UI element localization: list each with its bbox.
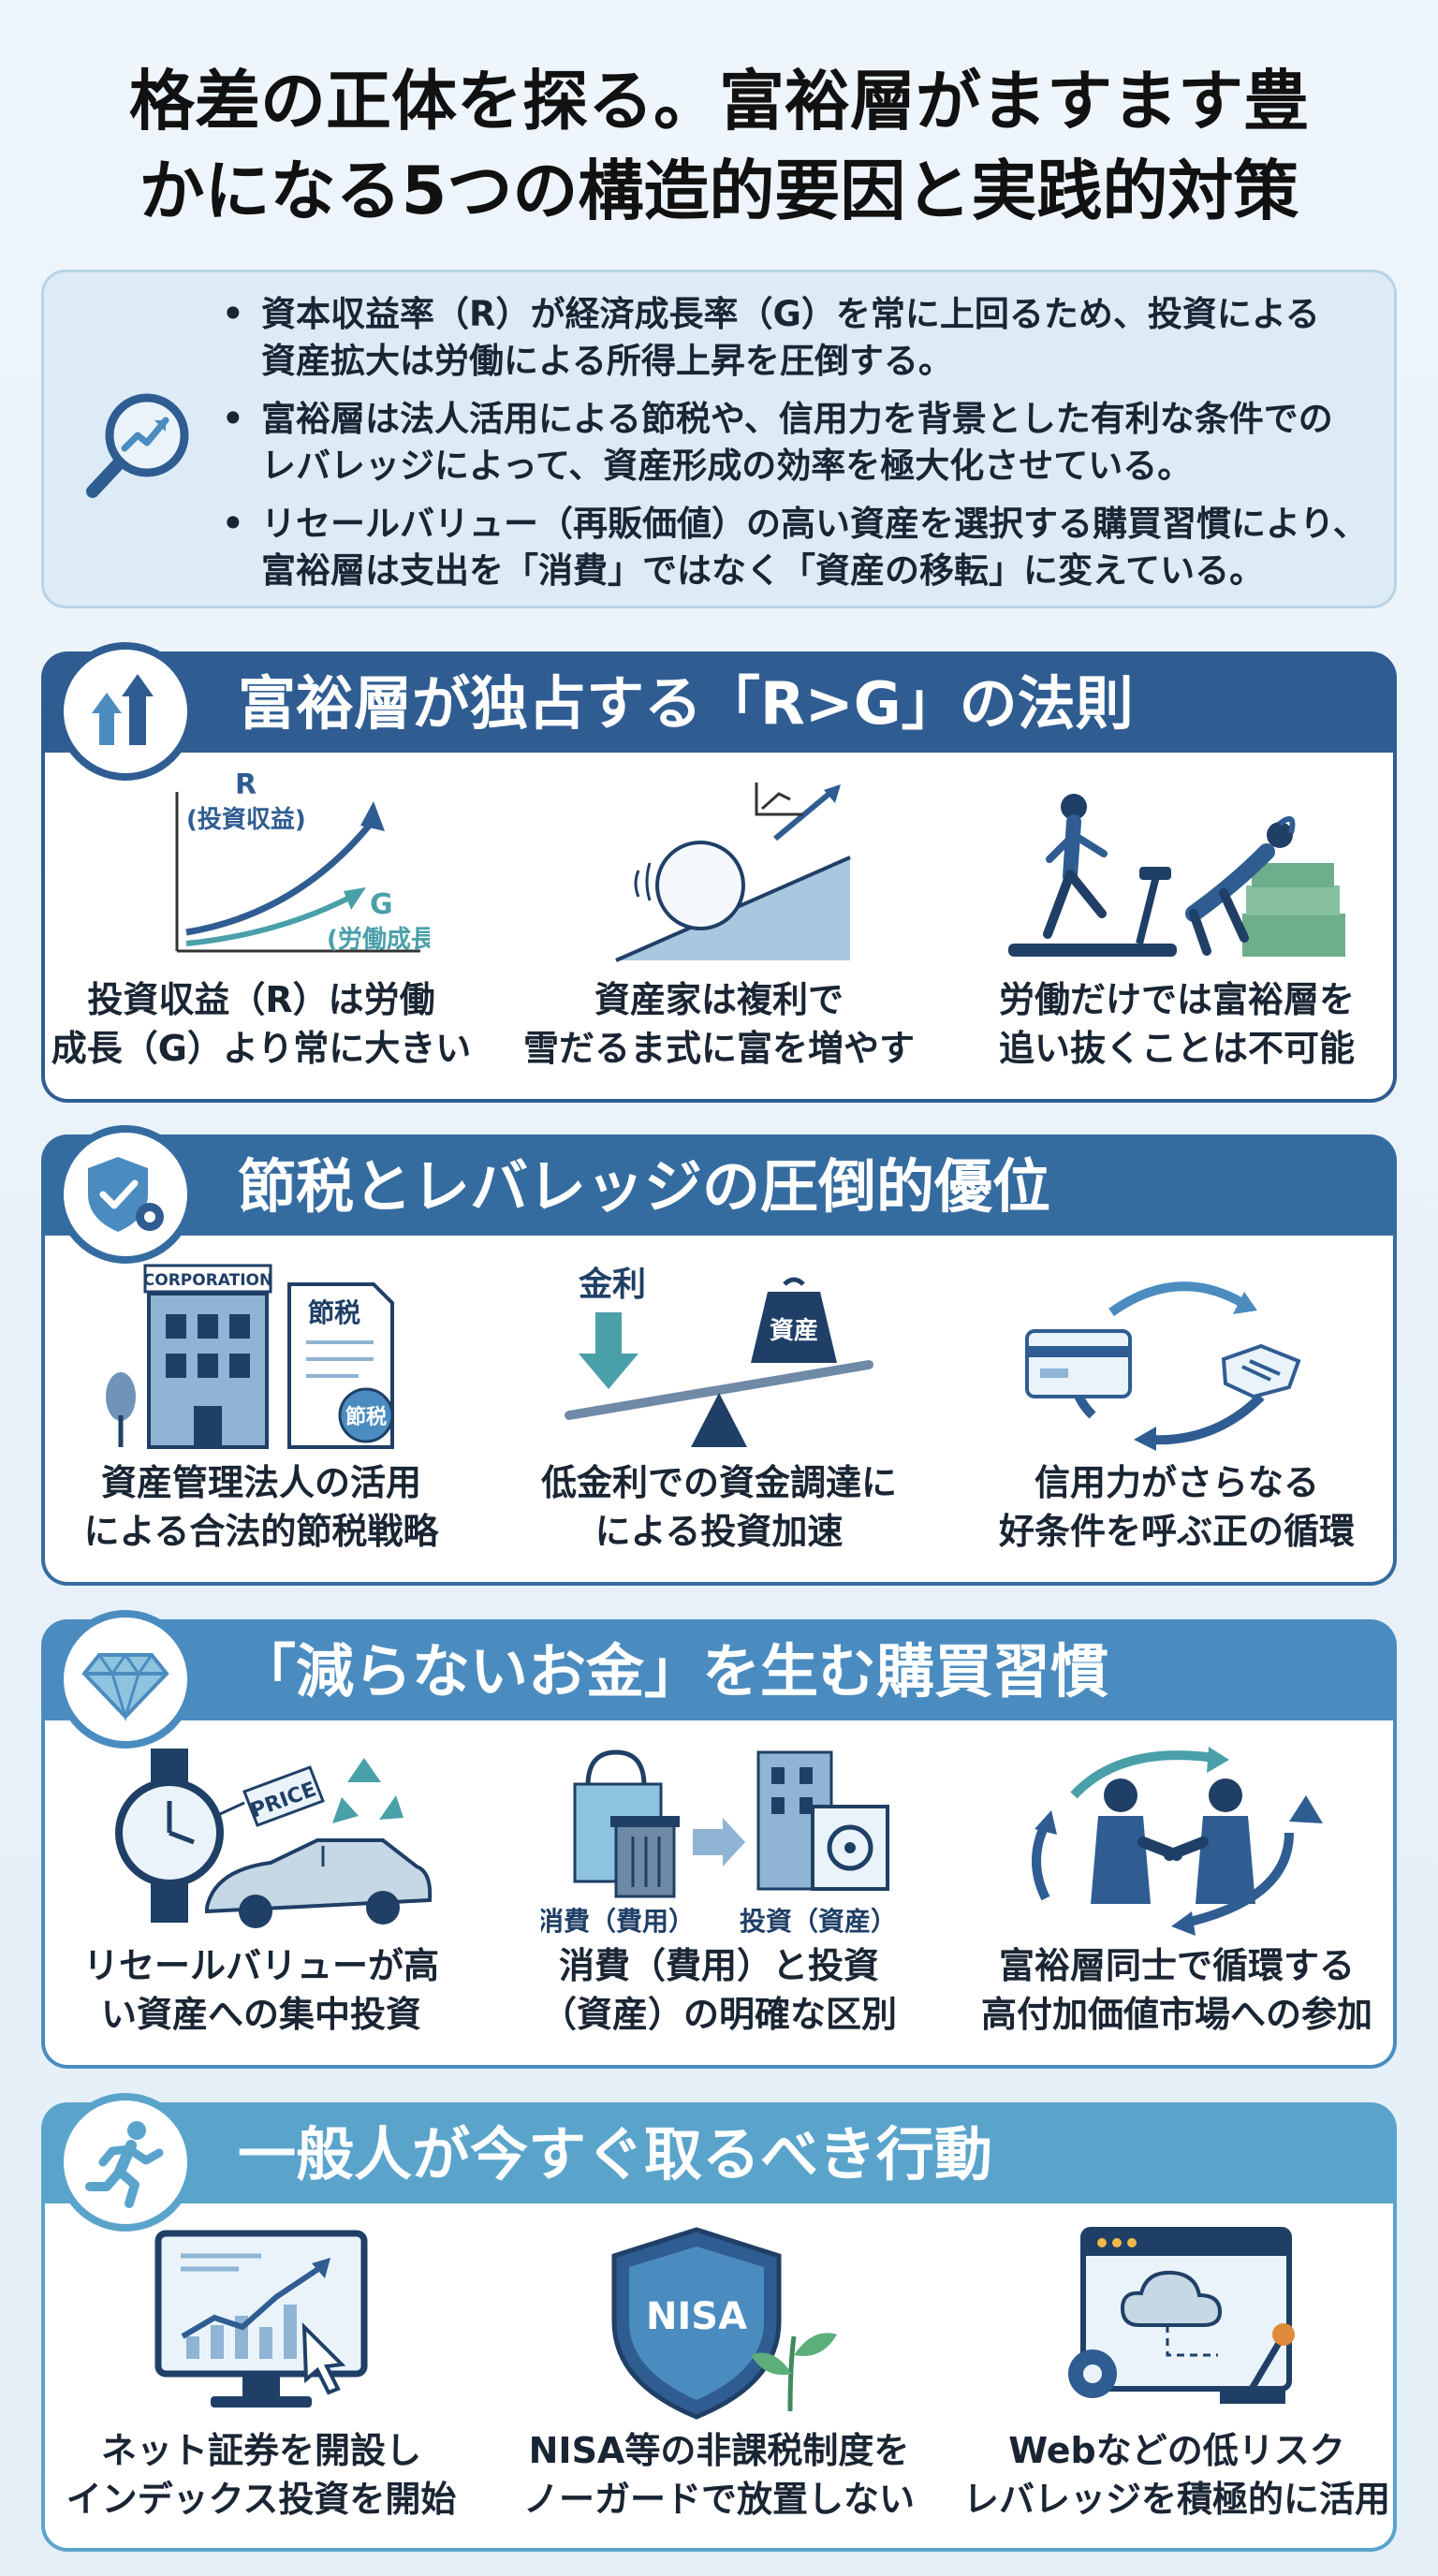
- item-low-risk-leverage: Webなどの低リスクレバレッジを積極的に活用: [957, 2224, 1397, 2524]
- item-caption: Webなどの低リスクレバレッジを積極的に活用: [962, 2430, 1390, 2520]
- summary-bullet: リセールバリュー（再販価値）の高い資産を選択する購買習慣により、富裕層は支出を「…: [222, 501, 1373, 594]
- section-purchasing-habits: 「減らないお金」を生む購買習慣 PRICE リセールバリューが高い資産への集中投…: [41, 1610, 1397, 2069]
- treadmill-vs-relaxing-icon: [1008, 794, 1345, 957]
- page-title-line1: 格差の正体を探る。富裕層がますます豊: [129, 63, 1309, 139]
- monitor-chart-icon: [154, 2230, 368, 2408]
- snowball-slope-icon: [615, 783, 851, 962]
- tax-stamp: 節税: [345, 1405, 387, 1429]
- g-label: G: [370, 888, 393, 921]
- item-caption: NISA等の非課税制度をノーガードで放置しない: [522, 2430, 915, 2520]
- item-caption: 資産管理法人の活用による合法的節税戦略: [83, 1462, 439, 1552]
- g-sublabel: (労働成長): [327, 926, 430, 954]
- growth-arrows-icon: [92, 674, 154, 745]
- section-action-steps: 一般人が今すぐ取るべき行動 ネット証券を開設しインデックス投資を開始 NISA: [41, 2093, 1397, 2552]
- item-corporation: CORPORATION 節税 節税 資産管理法人の活用による合法的節税戦略: [41, 1256, 481, 1556]
- consume-vs-invest-icon: 消費（費用） 投資（資産）: [541, 1749, 897, 1936]
- section-title: 一般人が今すぐ取るべき行動: [238, 2120, 993, 2188]
- item-caption: 労働だけでは富裕層を追い抜くことは不可能: [998, 979, 1355, 1069]
- item-caption: 資産家は複利で雪だるま式に富を増やす: [522, 979, 915, 1069]
- summary-box: 資本収益率（R）が経済成長率（G）を常に上回るため、投資による資産拡大は労働によ…: [41, 270, 1397, 608]
- item-caption: 投資収益（R）は労働成長（G）より常に大きい: [51, 979, 472, 1069]
- invest-label: 投資（資産）: [740, 1906, 897, 1936]
- section-header: [41, 2102, 1397, 2207]
- section-tax-leverage: 節税とレバレッジの圧倒的優位 CORPORATION 節税 節税 資産管理法人の…: [41, 1125, 1397, 1586]
- diamond-icon: [81, 1652, 169, 1722]
- item-nisa: NISA NISA等の非課税制度をノーガードで放置しない: [499, 2224, 939, 2524]
- section-header: [41, 1134, 1397, 1239]
- item-index-investing: ネット証券を開設しインデックス投資を開始: [41, 2224, 481, 2524]
- r-vs-g-chart-icon: R (投資収益) G (労働成長): [175, 773, 430, 954]
- summary-bullet: 富裕層は法人活用による節税や、信用力を背景とした有利な条件でのレバレッジによって…: [222, 396, 1373, 490]
- item-wealthy-market: 富裕層同士で循環する高付加価値市場への参加: [957, 1739, 1397, 2039]
- corporation-sign: CORPORATION: [143, 1271, 272, 1290]
- magnifier-chart-icon: [86, 393, 189, 498]
- item-leverage: 金利 資産 低金利での資金調達にによる投資加速: [499, 1256, 939, 1556]
- cloud-web-leverage-icon: [1068, 2227, 1295, 2404]
- item-caption: リセールバリューが高い資産への集中投資: [82, 1945, 439, 2035]
- handshake-cycle-icon: [1032, 1747, 1323, 1936]
- credit-cycle-icon: [1025, 1281, 1301, 1451]
- r-label: R: [235, 773, 257, 801]
- item-credit-cycle: 信用力がさらなる好条件を呼ぶ正の循環: [957, 1256, 1397, 1556]
- section-title: 節税とレバレッジの圧倒的優位: [238, 1152, 1051, 1221]
- running-person-icon: [85, 2121, 164, 2208]
- item-resale-value: PRICE リセールバリューが高い資産への集中投資: [41, 1739, 481, 2039]
- section-title: 富裕層が独占する「R>G」の法則: [238, 669, 1134, 738]
- shield-gear-icon: [88, 1157, 164, 1232]
- section-icon-badge: [56, 1125, 195, 1264]
- nisa-label: NISA: [646, 2295, 747, 2338]
- asset-weight-label: 資産: [770, 1316, 818, 1345]
- watch-car-price-icon: PRICE: [115, 1749, 433, 1928]
- corporation-document-icon: CORPORATION 節税 節税: [106, 1264, 394, 1449]
- section-header: [41, 1619, 1397, 1724]
- consume-label: 消費（費用）: [541, 1906, 695, 1936]
- item-consume-invest: 消費（費用） 投資（資産） 消費（費用）と投資（資産）の明確な区別: [499, 1739, 939, 2039]
- section-icon-badge: [56, 642, 195, 781]
- item-caption: ネット証券を開設しインデックス投資を開始: [66, 2430, 457, 2520]
- item-caption: 富裕層同士で循環する高付加価値市場への参加: [980, 1945, 1372, 2035]
- nisa-shield-icon: NISA: [611, 2227, 837, 2420]
- summary-bullet: 資本収益率（R）が経済成長率（G）を常に上回るため、投資による資産拡大は労働によ…: [222, 291, 1373, 385]
- page-title: 格差の正体を探る。富裕層がますます豊 かになる5つの構造的要因と実践的対策: [37, 56, 1401, 236]
- page-title-line2: かになる5つの構造的要因と実践的対策: [139, 153, 1299, 229]
- item-caption: 消費（費用）と投資（資産）の明確な区別: [540, 1945, 897, 2035]
- r-sublabel: (投資収益): [186, 806, 306, 834]
- item-snowball: 資産家は複利で雪だるま式に富を増やす: [499, 773, 939, 1073]
- document-title: 節税: [308, 1297, 360, 1328]
- item-caption: 低金利での資金調達にによる投資加速: [540, 1462, 897, 1552]
- section-title: 「減らないお金」を生む購買習慣: [238, 1637, 1109, 1705]
- item-caption: 信用力がさらなる好条件を呼ぶ正の循環: [998, 1462, 1355, 1552]
- leverage-seesaw-icon: 金利 資産: [565, 1265, 873, 1447]
- section-icon-badge: [56, 1610, 195, 1749]
- item-treadmill: 労働だけでは富裕層を追い抜くことは不可能: [957, 773, 1397, 1073]
- interest-label: 金利: [578, 1265, 646, 1304]
- section-icon-badge: [56, 2093, 195, 2232]
- section-r-greater-g: 富裕層が独占する「R>G」の法則 R (投資収益) G (労働成長) 投資収益（…: [41, 642, 1397, 1103]
- section-header: [41, 651, 1397, 756]
- summary-list: 資本収益率（R）が経済成長率（G）を常に上回るため、投資による資産拡大は労働によ…: [222, 291, 1373, 606]
